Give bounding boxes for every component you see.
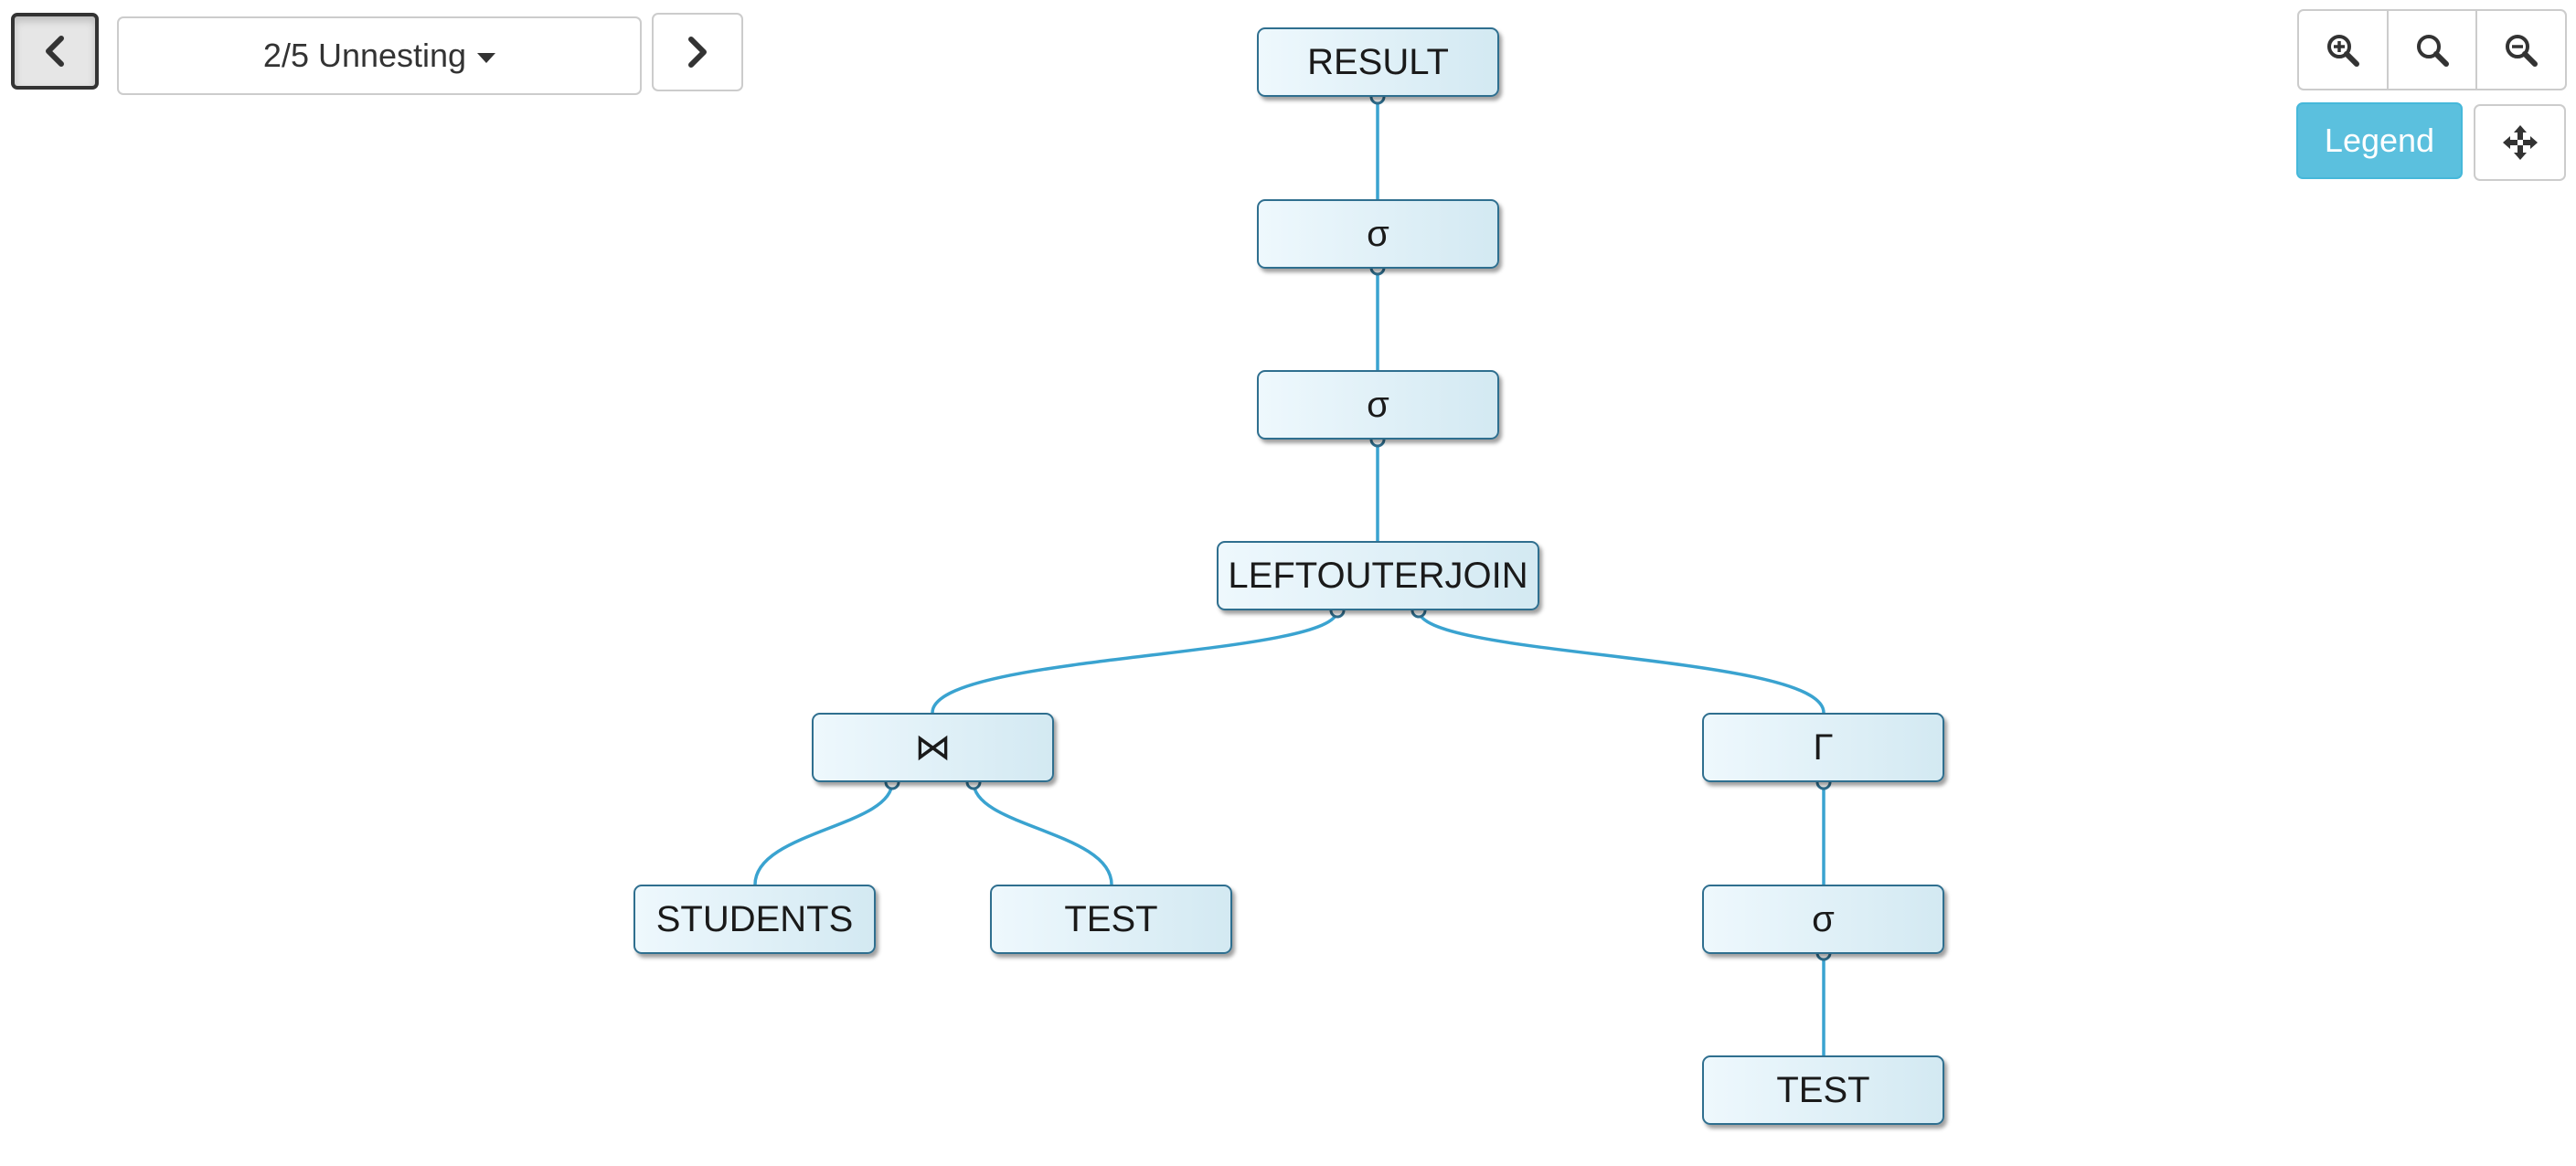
step-select-dropdown[interactable]: 2/5 Unnesting: [117, 16, 642, 95]
node-group[interactable]: Γ: [1702, 713, 1944, 782]
edge-join-test: [972, 781, 1113, 885]
node-selection-3[interactable]: σ: [1702, 885, 1944, 954]
zoom-out-button[interactable]: [2475, 9, 2568, 90]
zoom-in-button[interactable]: [2297, 9, 2389, 90]
node-test-left[interactable]: TEST: [990, 885, 1232, 954]
node-students[interactable]: STUDENTS: [633, 885, 876, 954]
zoom-reset-button[interactable]: [2386, 9, 2478, 90]
zoom-in-icon: [2326, 34, 2359, 67]
legend-button[interactable]: Legend: [2296, 102, 2463, 179]
edge-loj-group: [1417, 610, 1826, 714]
node-result[interactable]: RESULT: [1257, 27, 1499, 97]
pan-move-button[interactable]: [2474, 104, 2566, 181]
chevron-right-icon: [688, 37, 707, 68]
node-selection-2[interactable]: σ: [1257, 370, 1499, 440]
search-icon: [2416, 34, 2449, 67]
previous-step-button[interactable]: [11, 13, 99, 90]
zoom-out-icon: [2506, 34, 2539, 67]
move-arrows-icon: [2502, 125, 2538, 160]
edge-join-students: [753, 781, 894, 885]
node-join[interactable]: ⋈: [812, 713, 1054, 782]
step-select-label: 2/5 Unnesting: [262, 37, 467, 74]
next-step-button[interactable]: [652, 13, 743, 91]
chevron-left-icon: [46, 36, 64, 67]
node-test-right[interactable]: TEST: [1702, 1055, 1944, 1125]
edge-loj-join: [931, 610, 1339, 714]
node-left-outer-join[interactable]: LEFTOUTERJOIN: [1217, 541, 1539, 610]
node-selection-1[interactable]: σ: [1257, 199, 1499, 269]
zoom-controls: [2297, 9, 2568, 90]
caret-down-icon: [477, 52, 496, 63]
